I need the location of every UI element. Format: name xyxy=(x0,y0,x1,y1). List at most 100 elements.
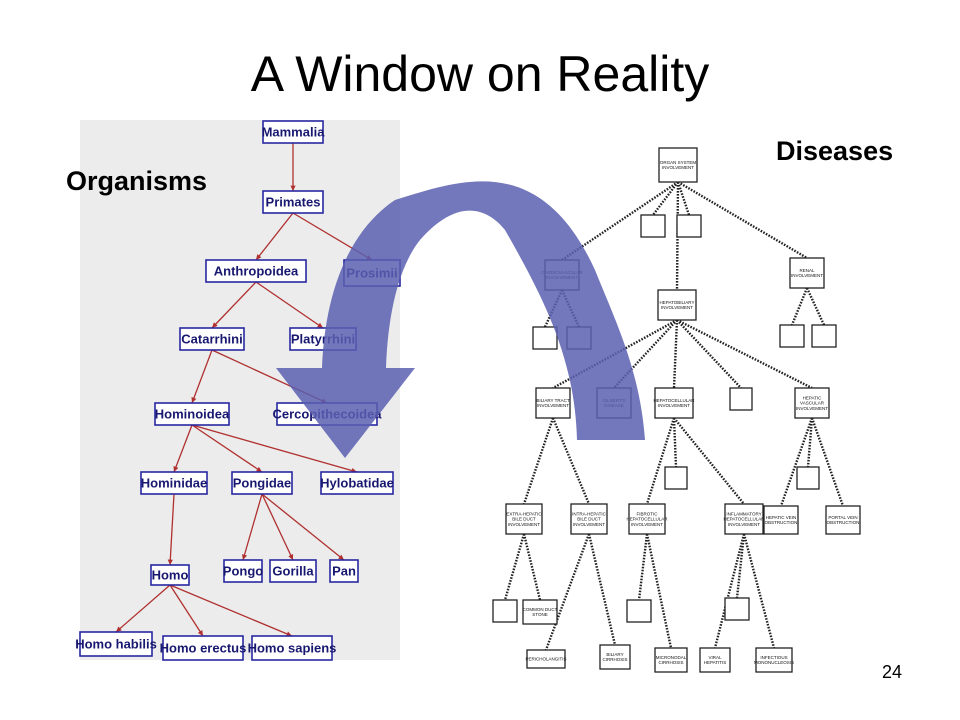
diseases-label: Diseases xyxy=(776,136,894,166)
disease-label: INVOLVEMENT xyxy=(796,406,828,411)
disease-empty-node xyxy=(811,324,837,348)
taxonomy-edge xyxy=(169,584,204,637)
disease-edge xyxy=(645,417,676,505)
disease-empty-node xyxy=(796,466,820,490)
disease-label: ORGAN SYSTEM xyxy=(660,160,697,165)
taxonomy-edge xyxy=(191,424,358,473)
disease-edge xyxy=(790,287,809,326)
disease-edge xyxy=(742,533,776,649)
arrowhead-icon xyxy=(212,322,218,328)
disease-label: MONONUCLEOSIS xyxy=(754,660,794,665)
disease-edge xyxy=(522,533,542,601)
taxon-node-anthropoidea: Anthropoidea xyxy=(205,259,307,283)
taxon-node-catarrhini: Catarrhini xyxy=(179,327,245,351)
disease-label: HEPATOCELLULAR xyxy=(723,517,765,522)
disease-label: HEPATOCELLULAR xyxy=(653,398,695,403)
taxon-node-gorilla: Gorilla xyxy=(269,559,317,583)
disease-label: HEPATOCELLULAR xyxy=(626,517,668,522)
taxonomy-edge xyxy=(191,349,213,404)
disease-edge xyxy=(810,417,845,507)
disease-edge xyxy=(806,417,814,468)
slide-title: A Window on Reality xyxy=(250,46,710,102)
disease-label: INVOLVEMENT xyxy=(791,273,823,278)
disease-edge xyxy=(672,417,678,468)
disease-empty-node xyxy=(640,214,666,238)
arrowhead-icon xyxy=(290,185,296,191)
disease-label: BILIARY TRACT xyxy=(536,398,570,403)
arrowhead-icon xyxy=(197,630,203,636)
taxon-node-homo-erectus: Homo erectus xyxy=(160,635,247,661)
disease-edge xyxy=(652,181,679,216)
disease-edge xyxy=(522,417,555,505)
taxonomy-edge xyxy=(261,493,345,561)
disease-label: OBSTRUCTION xyxy=(765,520,798,525)
disease-label: PERICHOLANGITIS xyxy=(525,657,566,662)
disease-label: INTRA-HEPATIC xyxy=(572,511,607,516)
disease-empty-node xyxy=(779,324,805,348)
arrowhead-icon xyxy=(286,631,292,637)
taxonomy-edge xyxy=(169,584,293,637)
taxonomy-edge xyxy=(169,493,175,566)
disease-empty-node xyxy=(626,599,652,623)
disease-edge xyxy=(805,287,826,326)
taxon-label: Primates xyxy=(266,195,321,210)
disease-label: INVOLVEMENT xyxy=(508,522,540,527)
disease-label: INVOLVEMENT xyxy=(662,165,694,170)
taxon-node-hominidae: Hominidae xyxy=(140,471,208,495)
disease-label: CIRRHOSIS xyxy=(602,657,627,662)
taxon-label: Pan xyxy=(332,564,356,579)
taxon-label: Homo habilis xyxy=(75,637,157,652)
disease-empty-node xyxy=(492,599,518,623)
disease-edge xyxy=(676,318,813,390)
disease-edge xyxy=(503,533,526,601)
arrowhead-icon xyxy=(256,254,262,260)
disease-edge xyxy=(672,319,679,389)
disease-label: MICRONODAL xyxy=(656,655,687,660)
arrowhead-icon xyxy=(191,397,197,403)
taxon-node-pan: Pan xyxy=(329,559,359,583)
disease-empty-node xyxy=(729,387,753,411)
disease-label: INFLAMMATORY xyxy=(726,511,761,516)
taxon-node-hylobatidae: Hylobatidae xyxy=(320,471,394,495)
disease-node-pericholangitis: PERICHOLANGITIS xyxy=(525,649,567,669)
taxon-label: Homo erectus xyxy=(160,641,247,656)
disease-label: HEPATITIS xyxy=(704,660,727,665)
disease-edge xyxy=(676,319,742,389)
disease-label: EXTRA-HEPATIC xyxy=(506,511,542,516)
disease-label: VASCULAR xyxy=(800,401,825,406)
arrowhead-icon xyxy=(167,559,173,565)
taxon-label: Hominidae xyxy=(141,476,207,491)
taxonomy-edge xyxy=(255,281,324,329)
disease-label: INVOLVEMENT xyxy=(661,305,693,310)
disease-edge xyxy=(551,417,591,505)
disease-label: BILIARY xyxy=(606,652,623,657)
disease-label: PORTAL VEIN xyxy=(828,515,857,520)
taxon-label: Pongo xyxy=(223,564,263,579)
taxon-node-homo-sapiens: Homo sapiens xyxy=(248,635,337,661)
arrowhead-icon xyxy=(317,322,323,328)
disease-edge xyxy=(544,533,591,651)
arrowhead-icon xyxy=(288,554,294,560)
disease-label: INVOLVEMENT xyxy=(658,403,690,408)
taxon-label: Catarrhini xyxy=(181,332,242,347)
disease-label: HEPATOBILIARY xyxy=(660,300,695,305)
disease-label: INVOLVEMENT xyxy=(573,522,605,527)
disease-edge xyxy=(713,533,746,649)
taxonomy-edge xyxy=(211,281,257,329)
disease-edge xyxy=(637,533,649,601)
disease-edge xyxy=(587,533,617,646)
disease-label: BILE DUCT xyxy=(512,517,536,522)
taxon-node-hominoidea: Hominoidea xyxy=(154,402,230,426)
taxonomy-edge xyxy=(173,424,193,473)
taxon-label: Hominoidea xyxy=(155,407,230,422)
taxon-label: Homo sapiens xyxy=(248,641,337,656)
disease-edge xyxy=(677,180,808,260)
disease-label: STONE xyxy=(532,612,547,617)
